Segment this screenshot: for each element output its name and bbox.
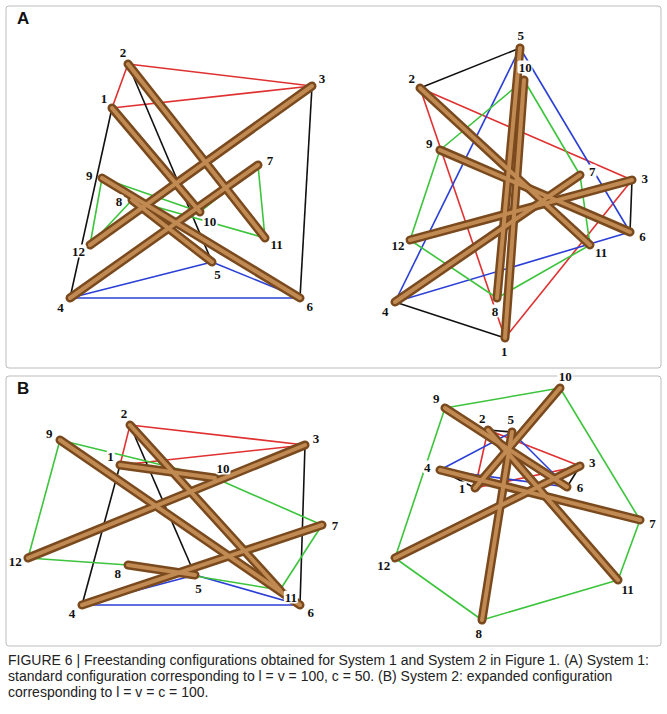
rod-highlight (128, 565, 195, 575)
cable-string (630, 180, 632, 232)
callout-number: 6 (306, 606, 315, 619)
callout-number: 3 (312, 432, 321, 445)
cable-string (128, 64, 312, 86)
callout-number: 4 (68, 607, 77, 620)
figure-caption: FIGURE 6 | Freestanding configurations o… (8, 652, 658, 700)
rod-highlight (102, 178, 300, 298)
callout-number: 5 (194, 581, 203, 594)
rod-highlight (90, 86, 312, 245)
cable-string (70, 297, 300, 299)
callout-number: 1 (100, 91, 109, 104)
callout-number: 10 (558, 370, 573, 383)
callout-number: 7 (331, 519, 340, 532)
callout-number: 7 (588, 164, 597, 177)
rod-highlight (60, 440, 300, 605)
callout-number: 10 (215, 461, 230, 474)
rod-highlight (28, 445, 305, 558)
panel-letter: A (16, 12, 30, 25)
callout-number: 7 (266, 154, 275, 167)
callout-number: 6 (576, 480, 585, 493)
callout-number: 9 (425, 136, 434, 149)
rod-bar (60, 440, 300, 605)
cable-string (215, 478, 322, 525)
callout-number: 2 (119, 45, 128, 58)
callout-number: 12 (71, 245, 86, 258)
callout-number: 8 (114, 567, 123, 580)
callout-number: 9 (45, 426, 54, 439)
cable-string (28, 558, 128, 565)
cable-string (410, 240, 497, 298)
rod-highlight (497, 48, 520, 298)
cable-string (300, 445, 305, 605)
cable-string (395, 558, 482, 620)
callout-number: 8 (474, 626, 483, 639)
cable-string (195, 575, 300, 605)
callout-number: 11 (284, 591, 298, 604)
cable-string (82, 604, 300, 606)
cable-string (28, 440, 60, 558)
callout-number: 4 (56, 300, 65, 313)
rod-bar (90, 86, 312, 245)
rod-highlight (482, 432, 512, 620)
panel-frame (6, 376, 661, 646)
callout-number: 9 (432, 392, 441, 405)
callout-number: 2 (120, 407, 129, 420)
callout-number: 11 (269, 237, 283, 250)
callout-number: 10 (518, 61, 533, 74)
cable-string (482, 580, 618, 620)
callout-number: 8 (115, 194, 124, 207)
callout-number: 12 (8, 554, 23, 567)
callout-number: 5 (213, 267, 222, 280)
callout-number: 1 (458, 482, 467, 495)
callout-number: 12 (390, 238, 405, 251)
callout-number: 9 (85, 169, 94, 182)
callout-number: 4 (381, 304, 390, 317)
callout-number: 11 (594, 245, 608, 258)
callout-number: 5 (516, 29, 525, 42)
callout-number: 1 (106, 449, 115, 462)
rod-highlight (440, 470, 640, 520)
panel-frame (6, 6, 661, 368)
rod-bar (440, 470, 640, 520)
callout-number: 5 (507, 413, 516, 426)
rod-highlight (395, 175, 580, 302)
cable-string (120, 425, 130, 465)
cable-string (410, 150, 440, 240)
rod-highlight (132, 200, 212, 262)
rod-bar (440, 150, 630, 232)
panel-letter: B (16, 382, 30, 395)
callout-number: 2 (478, 412, 487, 425)
callout-number: 11 (620, 582, 634, 595)
callout-number: 7 (648, 517, 657, 530)
rod-highlight (445, 408, 567, 487)
callout-number: 8 (491, 304, 500, 317)
cable-string (420, 48, 520, 88)
cable-string (618, 520, 640, 580)
rod-bar (102, 178, 300, 298)
cable-string (300, 86, 312, 298)
callout-number: 3 (641, 172, 650, 185)
callout-number: 6 (306, 300, 315, 313)
cable-string (524, 80, 580, 175)
callout-number: 6 (638, 229, 647, 242)
rod-highlight (70, 165, 258, 298)
rod-highlight (410, 180, 632, 240)
cable-string (112, 64, 128, 108)
cable-string (395, 302, 505, 338)
callout-number: 1 (500, 344, 509, 357)
callout-number: 10 (202, 214, 217, 227)
callout-number: 12 (376, 558, 391, 571)
callout-number: 3 (588, 455, 597, 468)
callout-number: 4 (423, 461, 432, 474)
rod-highlight (440, 150, 630, 232)
cable-string (130, 425, 305, 445)
rod-bar (70, 165, 258, 298)
callout-number: 2 (407, 72, 416, 85)
callout-number: 3 (318, 71, 327, 84)
